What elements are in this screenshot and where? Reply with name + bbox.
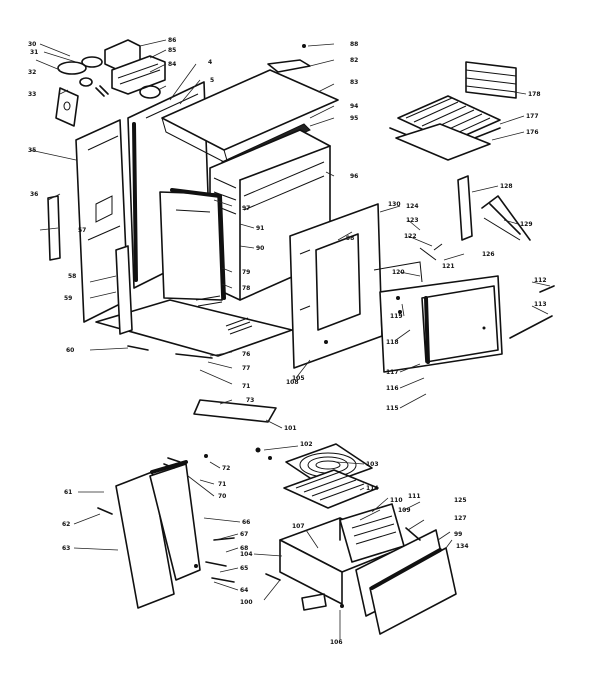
oven-racks [389, 61, 517, 161]
callout-72: 72 [222, 465, 230, 472]
callout-176: 176 [526, 129, 539, 136]
callout-71: 71 [242, 383, 250, 390]
top-burner-parts [55, 39, 166, 127]
callout-64: 64 [240, 587, 248, 594]
callout-97: 97 [242, 205, 250, 212]
callout-83: 83 [350, 79, 358, 86]
callout-90: 90 [256, 245, 264, 252]
callout-120: 120 [392, 269, 405, 276]
callout-60: 60 [66, 347, 74, 354]
callout-110: 110 [390, 497, 403, 504]
callout-4: 4 [208, 59, 212, 66]
callout-84: 84 [168, 61, 176, 68]
callout-100: 100 [240, 599, 253, 606]
callout-32: 32 [28, 69, 36, 76]
callout-79: 79 [242, 269, 250, 276]
lower-side-panel [115, 460, 201, 609]
callout-103: 103 [366, 461, 379, 468]
callout-114: 114 [366, 485, 379, 492]
callout-109: 109 [398, 507, 411, 514]
callout-98: 98 [346, 235, 354, 242]
callout-70: 70 [218, 493, 226, 500]
callout-124: 124 [406, 203, 419, 210]
callout-63: 63 [62, 545, 70, 552]
callout-58: 58 [68, 273, 76, 280]
callout-111: 111 [408, 493, 421, 500]
callout-66: 66 [242, 519, 250, 526]
storage-drawer [279, 503, 405, 605]
callout-85: 85 [168, 47, 176, 54]
callout-30: 30 [28, 41, 36, 48]
callout-88: 88 [350, 41, 358, 48]
callout-77: 77 [242, 365, 250, 372]
callout-177: 177 [526, 113, 539, 120]
callout-119: 119 [390, 313, 403, 320]
callout-115: 115 [386, 405, 399, 412]
callout-117: 117 [386, 369, 399, 376]
callout-116: 116 [386, 385, 399, 392]
callout-57: 57 [78, 227, 86, 234]
oven-front-frame [289, 203, 383, 369]
callout-99: 99 [454, 531, 462, 538]
callout-36: 36 [30, 191, 38, 198]
callout-107: 107 [292, 523, 305, 530]
callout-65: 65 [240, 565, 248, 572]
drawer-front [340, 527, 457, 635]
callout-5: 5 [210, 77, 214, 84]
callout-112: 112 [534, 277, 547, 284]
callout-91: 91 [256, 225, 264, 232]
front-frame [159, 188, 226, 301]
callout-127: 127 [454, 515, 467, 522]
callout-78: 78 [242, 285, 250, 292]
callout-71b: 71 [218, 481, 226, 488]
callout-118: 118 [386, 339, 399, 346]
trim-strip [47, 195, 61, 261]
callout-130: 130 [388, 201, 401, 208]
callout-106: 106 [330, 639, 343, 646]
callout-128: 128 [500, 183, 513, 190]
door-hinges [457, 175, 531, 241]
callout-122: 122 [404, 233, 417, 240]
callout-62: 62 [62, 521, 70, 528]
callout-108: 108 [286, 379, 299, 386]
leader-lines [29, 39, 551, 640]
callout-125: 125 [454, 497, 467, 504]
callout-102: 102 [300, 441, 313, 448]
callout-61: 61 [64, 489, 72, 496]
callout-94: 94 [350, 103, 358, 110]
callout-95: 95 [350, 115, 358, 122]
callout-86: 86 [168, 37, 176, 44]
callout-178: 178 [528, 91, 541, 98]
oven-door [373, 261, 503, 373]
callout-96: 96 [350, 173, 358, 180]
callout-76: 76 [242, 351, 250, 358]
callout-105: 105 [292, 375, 305, 382]
callout-33: 33 [28, 91, 36, 98]
cabinet-bottom [95, 245, 293, 357]
callout-134: 134 [456, 543, 469, 550]
callout-59: 59 [64, 295, 72, 302]
callout-67: 67 [240, 531, 248, 538]
callout-labels: 30 31 32 33 35 36 58 59 57 60 86 85 84 4… [28, 37, 547, 646]
callout-35: 35 [28, 147, 36, 154]
drawer-hardware [255, 447, 327, 611]
callout-126: 126 [482, 251, 495, 258]
callout-31: 31 [30, 49, 38, 56]
callout-68: 68 [240, 545, 248, 552]
callout-129: 129 [520, 221, 533, 228]
callout-113: 113 [534, 301, 547, 308]
top-trim-parts [267, 44, 311, 73]
callout-73: 73 [246, 397, 254, 404]
callout-121: 121 [442, 263, 455, 270]
surface-element [283, 443, 379, 509]
callout-82: 82 [350, 57, 358, 64]
upper-hardware [127, 243, 555, 423]
callout-101: 101 [284, 425, 297, 432]
side-panel [75, 119, 129, 323]
callout-104: 104 [240, 551, 253, 558]
callout-123: 123 [406, 217, 419, 224]
